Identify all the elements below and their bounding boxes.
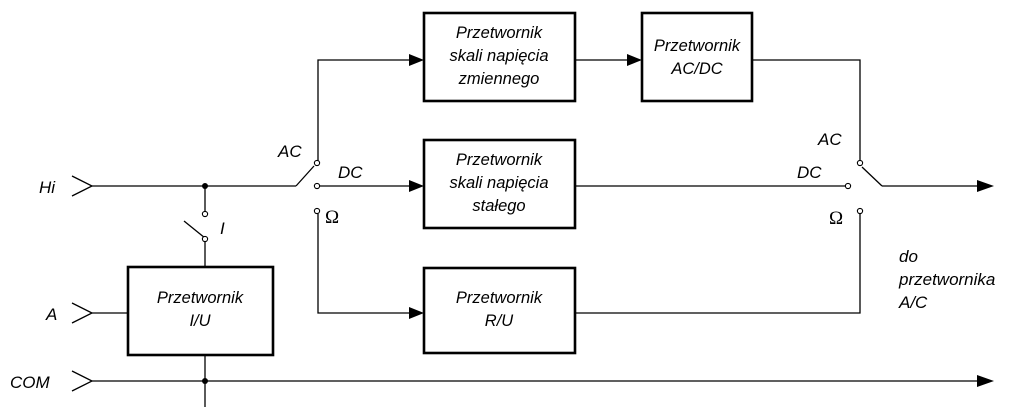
arrow-ru-in [409,307,424,319]
arrowheads [409,54,994,387]
right-switch-dc-terminal [844,182,852,190]
left-switch-ac-terminal [313,159,321,167]
block-i-u-line2: I/U [189,312,210,330]
ohm-branch-wire [317,214,412,314]
block-ac-scale-line1: Przetwornik [456,24,543,42]
output-label-line2: przetwornika [898,270,995,289]
block-ac-scale-line3: zmiennego [458,70,540,88]
block-r-u-line1: Przetwornik [456,289,543,307]
block-ac-scale-line2: skali napięcia [449,47,548,65]
arrow-ac-scale-in [409,54,424,66]
block-r-u-line2: R/U [485,312,514,330]
acdc-out-wire [752,59,861,160]
left-ac-label: AC [277,142,302,161]
left-switch-ohm-terminal [313,207,321,215]
current-switch-bottom-terminal [201,235,209,243]
block-r-u: Przetwornik R/U [422,266,577,355]
right-dc-label: DC [797,163,822,182]
left-switch-dc-terminal [313,182,321,190]
arrow-dc-scale-in [409,180,424,192]
hi-input-chevron [71,175,94,197]
arrow-output [977,180,994,192]
hi-input-label: Hi [39,178,56,197]
current-switch-label: I [220,219,225,238]
right-switch-ac-terminal [856,159,864,167]
left-switch-blade [295,165,315,187]
a-input-chevron [71,302,94,324]
block-i-u: Przetwornik I/U [126,265,275,357]
com-input-label: COM [10,373,51,392]
block-i-u-line1: Przetwornik [157,289,244,307]
block-dc-scale-line3: stałego [472,197,525,215]
input-chevrons [71,175,94,392]
right-switch-blade [861,166,883,187]
arrow-acdc-in [627,54,642,66]
output-label-line3: A/C [898,293,928,312]
com-input-chevron [71,370,94,392]
right-ac-label: AC [817,130,842,149]
left-dc-label: DC [338,163,363,182]
left-ohm-label: Ω [325,207,339,228]
block-dc-scale-line2: skali napięcia [449,174,548,192]
block-ac-scale: Przetwornik skali napięcia zmiennego [422,11,577,103]
current-switch-blade [183,220,206,239]
block-dc-scale: Przetwornik skali napięcia stałego [422,138,577,230]
block-ac-dc: Przetwornik AC/DC [640,11,754,103]
output-label-line1: do [899,247,918,266]
arrow-com-output [977,375,994,387]
ru-out-wire [575,214,861,314]
hi-junction-dot [202,183,208,189]
wires [92,59,980,407]
right-switch-ohm-terminal [856,207,864,215]
ac-branch-wire [317,59,412,161]
block-dc-scale-line1: Przetwornik [456,151,543,169]
a-input-label: A [45,305,57,324]
labels: Hi A COM I AC DC Ω AC DC Ω do przetworni… [10,130,995,392]
com-junction-dot [202,378,208,384]
current-switch-top-terminal [201,210,209,218]
switch-terminals [201,159,864,243]
block-ac-dc-line1: Przetwornik [654,37,741,55]
block-ac-dc-line2: AC/DC [670,60,722,78]
junctions [202,183,208,384]
right-ohm-label: Ω [829,208,843,229]
